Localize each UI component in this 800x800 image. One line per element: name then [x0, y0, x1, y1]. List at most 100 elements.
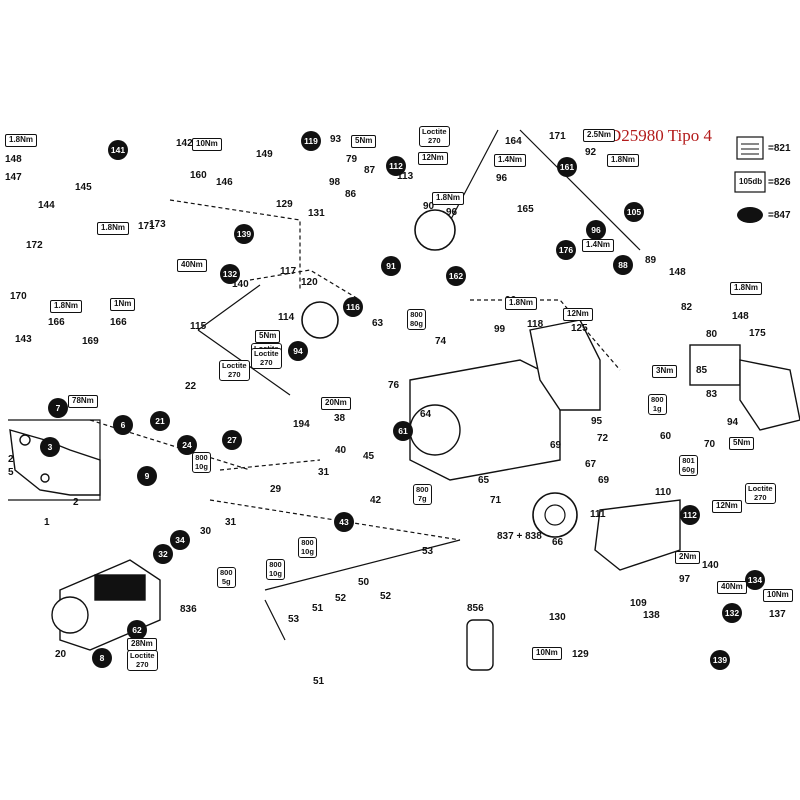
torque-spec: 20Nm [321, 397, 351, 410]
part-label: 32 [153, 544, 173, 564]
part-label: 87 [364, 165, 376, 176]
part-label: 5 [8, 467, 14, 478]
part-label: 90 [423, 201, 435, 212]
dash-3 [249, 269, 361, 301]
part-label: 94 [727, 417, 739, 428]
part-856 [466, 619, 494, 671]
part-label: 139 [710, 650, 730, 670]
part-label: 51 [313, 676, 325, 687]
legend-number-826: 826 [773, 177, 791, 188]
torque-spec: 12Nm [418, 152, 448, 165]
part-label: 96 [446, 207, 458, 218]
handle-part-1 [9, 429, 101, 496]
part-label: 29 [270, 484, 282, 495]
part-label: 140 [232, 279, 249, 290]
part-label: 118 [527, 319, 544, 330]
legend-105db-box [734, 171, 766, 193]
torque-spec: 1.8Nm [97, 222, 130, 235]
part-label: 93 [330, 134, 342, 145]
legend-book-icon [736, 136, 764, 160]
part-label: 9 [137, 466, 157, 486]
torque-spec: 12Nm [712, 500, 742, 513]
torque-spec: 5Nm [351, 135, 377, 148]
torque-spec: 12Nm [563, 308, 593, 321]
part-label: 119 [301, 131, 321, 151]
part-label: 169 [82, 336, 99, 347]
part-label: 164 [505, 136, 522, 147]
part-label: 117 [280, 266, 297, 277]
part-label: 111 [590, 509, 606, 520]
part-label: 71 [490, 495, 502, 506]
torque-spec: 28Nm [127, 638, 157, 651]
part-label: 85 [696, 365, 708, 376]
part-label: 130 [549, 612, 566, 623]
part-label: 132 [220, 264, 240, 284]
part-label: 76 [388, 380, 400, 391]
part-label: 2 [8, 454, 14, 465]
part-label: 65 [478, 475, 490, 486]
part-label: 7 [48, 398, 68, 418]
torque-spec: 1.4Nm [494, 154, 527, 167]
part-label: 3 [40, 437, 60, 457]
legend-number-821: 821 [773, 143, 791, 154]
torque-spec: 2.5Nm [583, 129, 616, 142]
legend-105db-text: 105db [739, 177, 763, 186]
part-label: 836 [180, 604, 197, 615]
part-label: 165 [517, 204, 534, 215]
torque-spec: 40Nm [177, 259, 207, 272]
part-label: 116 [343, 297, 363, 317]
dash-5 [470, 299, 621, 371]
part-label: 52 [335, 593, 347, 604]
dash-4 [169, 199, 301, 290]
part-label: 61 [393, 421, 413, 441]
brand-logo: DEWALT [118, 616, 151, 624]
part-label: 64 [420, 409, 432, 420]
part-label: 134 [745, 570, 765, 590]
part-label: 1 [44, 517, 50, 528]
part-label: 31 [318, 467, 330, 478]
legend-number-847: 847 [773, 210, 791, 221]
part-label: 166 [110, 317, 127, 328]
torque-spec: 78Nm [68, 395, 98, 408]
part-label: 97 [679, 574, 691, 585]
part-label: 2 [73, 497, 79, 508]
part-label: 171 [549, 131, 566, 142]
part-label: 175 [749, 328, 766, 339]
part-label: 51 [312, 603, 324, 614]
cover-110 [594, 499, 681, 571]
torque-spec: 5Nm [729, 437, 755, 450]
torque-spec: 1.8Nm [505, 297, 538, 310]
torque-spec: 10Nm [763, 589, 793, 602]
part-label: 24 [177, 435, 197, 455]
part-label: 22 [185, 381, 197, 392]
part-label: 30 [200, 526, 212, 537]
part-label: 139 [234, 224, 254, 244]
part-label: 148 [669, 267, 686, 278]
part-label: 79 [346, 154, 358, 165]
torque-spec: 40Nm [717, 581, 747, 594]
torque-spec: 1Nm [110, 298, 136, 311]
part-label: 88 [613, 255, 633, 275]
part-label: 129 [572, 649, 589, 660]
part-label: 170 [10, 291, 27, 302]
torque-spec: 1.8Nm [607, 154, 640, 167]
part-label: 113 [397, 171, 414, 182]
part-label: 146 [216, 177, 233, 188]
part-label: 172 [26, 240, 43, 251]
part-label: 91 [381, 256, 401, 276]
part-label: 82 [681, 302, 693, 313]
part-label: 120 [301, 277, 318, 288]
part-label: 173 [149, 219, 166, 230]
part-label: 94 [288, 341, 308, 361]
part-label: 62 [127, 620, 147, 640]
part-label: 86 [345, 189, 357, 200]
part-label: 109 [630, 598, 647, 609]
